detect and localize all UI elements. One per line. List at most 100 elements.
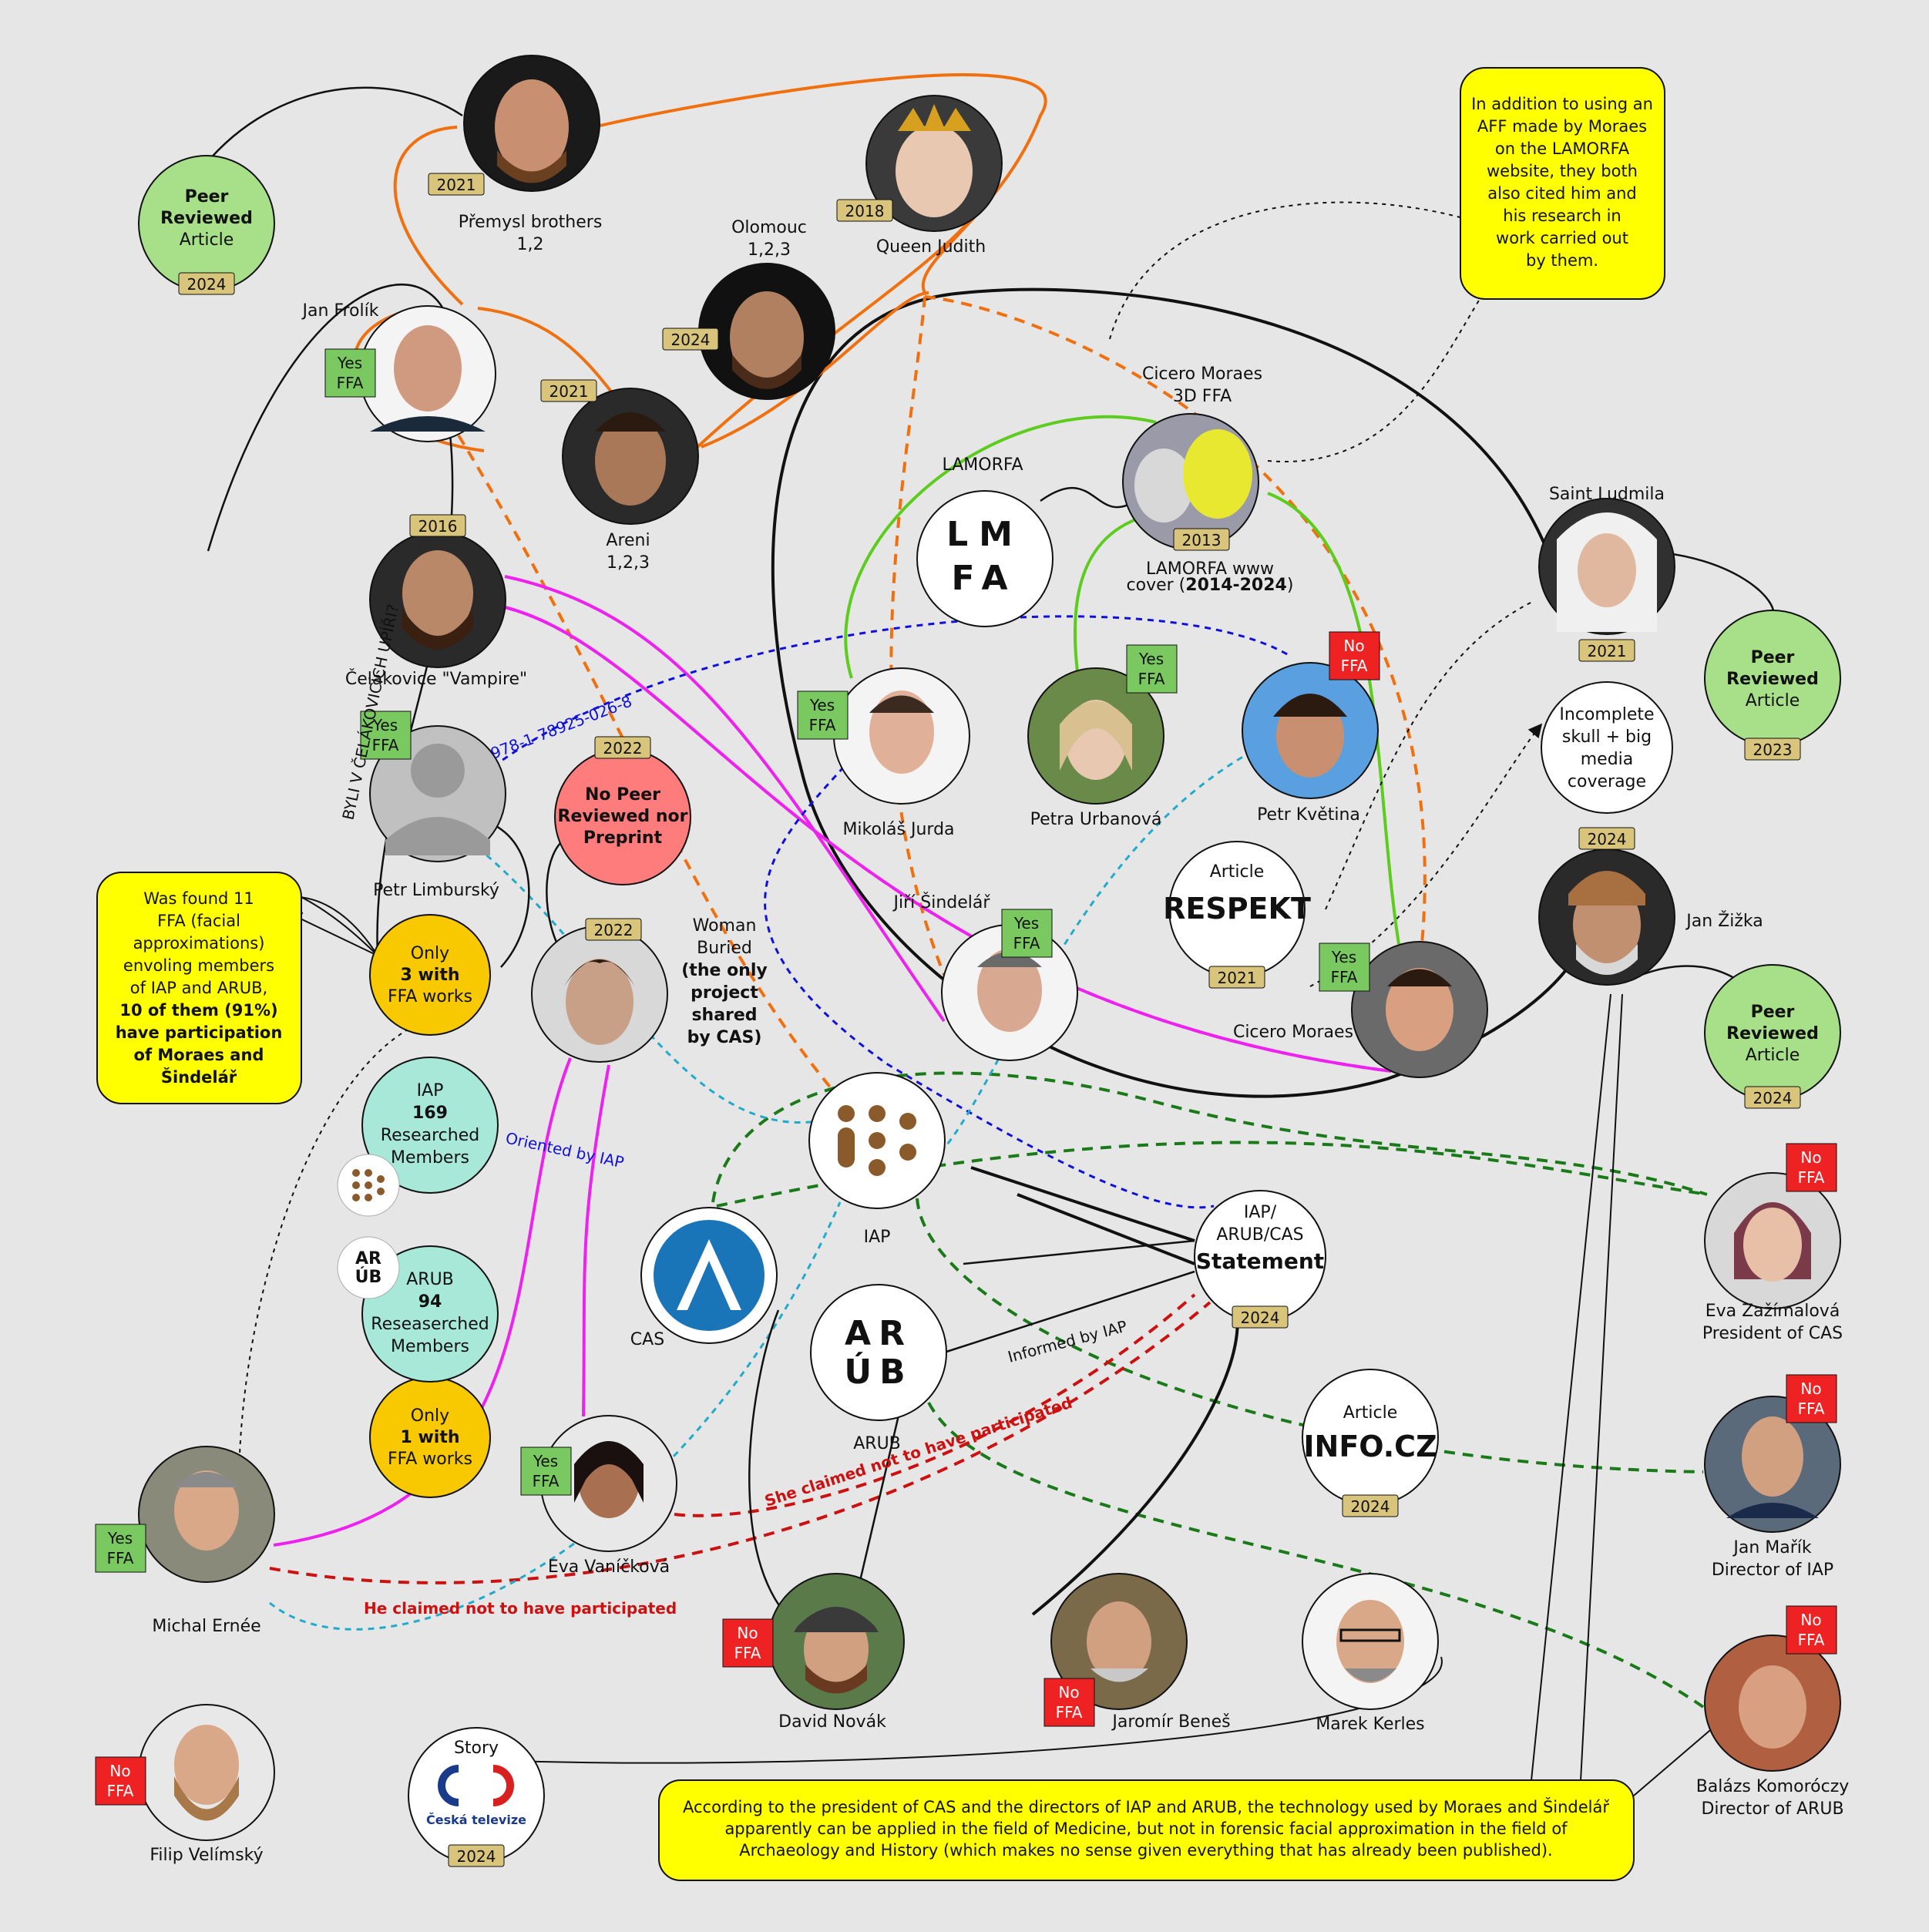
svg-text:ÚB: ÚB: [844, 1351, 912, 1392]
cicero-3d-render: [1122, 413, 1259, 550]
ludmila-portrait: [1538, 498, 1675, 635]
svg-text:3D FFA: 3D FFA: [1173, 387, 1232, 406]
areni-label: Areni: [606, 531, 650, 550]
svg-text:Article: Article: [1210, 862, 1265, 882]
svg-text:(the only: (the only: [681, 961, 767, 980]
svg-text:AR: AR: [845, 1314, 912, 1353]
svg-text:1,2,3: 1,2,3: [607, 553, 650, 573]
woman-portrait: [531, 926, 668, 1063]
olomouc-portrait: [698, 263, 835, 400]
note-tr-line: on the LAMORFA: [1495, 139, 1630, 158]
svg-text:IAP: IAP: [864, 1228, 891, 1247]
kerles-photo: [1302, 1573, 1439, 1710]
statement-node: IAP/ARUB/CAS Statement 2024: [1194, 1190, 1326, 1329]
svg-text:LM: LM: [946, 515, 1023, 554]
marik-photo: [1704, 1396, 1841, 1533]
svg-text:2024: 2024: [1351, 1497, 1390, 1516]
svg-text:CAS: CAS: [630, 1330, 664, 1349]
svg-text:2023: 2023: [1753, 741, 1793, 759]
marik-label: Jan Mařík: [1732, 1538, 1812, 1557]
vampire-label: Čelákovice "Vampire": [345, 669, 527, 689]
zizka-portrait: [1538, 848, 1675, 986]
moraes-label: Cicero Moraes: [1233, 1023, 1353, 1042]
bottom-note: According to the president of CAS and th…: [658, 1779, 1635, 1881]
limbursky-label: Petr Limburský: [373, 881, 499, 900]
svg-text:She claimed not to have partic: She claimed not to have participated: [762, 1393, 1074, 1510]
urbanova-photo: [1027, 667, 1164, 805]
ludmila-label: Saint Ludmila: [1549, 485, 1665, 504]
velimsky-label: Filip Velímský: [150, 1846, 263, 1865]
svg-text:1,2,3: 1,2,3: [748, 240, 791, 260]
zazimalova-label: Eva Zažímalová: [1706, 1302, 1840, 1321]
svg-text:President of CAS: President of CAS: [1702, 1324, 1843, 1343]
infocz-article: Article INFO.CZ 2024: [1302, 1369, 1439, 1517]
svg-text:INFO.CZ: INFO.CZ: [1303, 1430, 1437, 1463]
svg-text:LAMORFA www: LAMORFA www: [1146, 559, 1274, 579]
svg-text:1,2: 1,2: [517, 235, 544, 254]
benes-label: Jaromír Beneš: [1111, 1712, 1230, 1732]
svg-text:FA: FA: [951, 559, 1018, 598]
svg-text:He claimed not to have partici: He claimed not to have participated: [364, 1599, 677, 1618]
respekt-article: Article RESPEKT 2021: [1163, 841, 1311, 989]
svg-text:Česká televize: Česká televize: [426, 1813, 526, 1827]
svg-text:Article: Article: [1746, 1046, 1800, 1065]
iap-logo: IAP: [808, 1072, 946, 1247]
benes-photo: [1050, 1573, 1188, 1710]
lamorfa-logo: LM FA LAMORFA: [916, 455, 1054, 627]
svg-text:IAP/ARUB/CAS: IAP/ARUB/CAS: [1216, 1203, 1303, 1245]
svg-text:2024: 2024: [457, 1847, 496, 1866]
kvetina-photo: [1242, 662, 1379, 799]
komoroczy-photo: [1704, 1635, 1841, 1772]
svg-text:cover (2014-2024): cover (2014-2024): [1127, 576, 1294, 595]
cas-logo: CAS: [630, 1207, 778, 1349]
svg-text:Article: Article: [180, 230, 234, 250]
jurda-label: Mikoláš Jurda: [842, 820, 954, 839]
note-tr-line: In addition to using an: [1471, 95, 1653, 113]
ernee-photo: [138, 1446, 275, 1583]
zizka-label: Jan Žižka: [1685, 911, 1763, 931]
svg-text:AR: AR: [355, 1249, 381, 1268]
note-tr-line: also cited him and: [1487, 184, 1637, 203]
frolik-photo: [359, 305, 496, 442]
svg-text:Article: Article: [1343, 1403, 1398, 1423]
novak-photo: [768, 1573, 905, 1710]
svg-text:Director of ARUB: Director of ARUB: [1701, 1799, 1843, 1819]
kvetina-label: Petr Květina: [1257, 805, 1360, 825]
svg-text:RESPEKT: RESPEKT: [1163, 892, 1311, 926]
premysl-portrait: [463, 55, 600, 192]
svg-text:2024: 2024: [1588, 830, 1627, 848]
svg-text:Woman: Woman: [693, 916, 757, 936]
kerles-label: Marek Kerles: [1316, 1715, 1424, 1734]
